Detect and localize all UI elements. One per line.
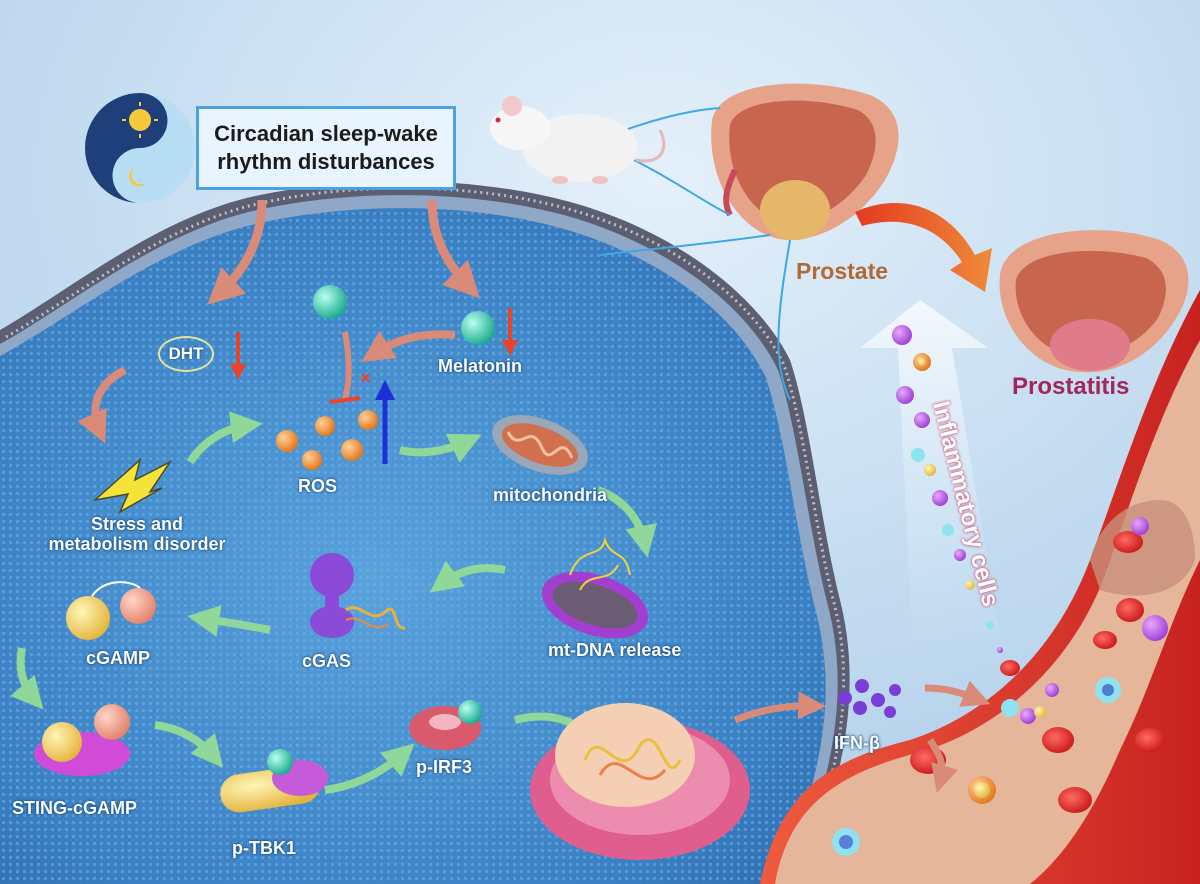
- dht-label: DHT: [158, 336, 214, 372]
- cgamp-icon: [66, 581, 156, 640]
- cgas-label: cGAS: [302, 651, 352, 671]
- progression-arrow: [855, 203, 992, 292]
- melatonin-sphere: [313, 285, 347, 319]
- nucleus-icon: [530, 703, 750, 860]
- ros-particles: [276, 410, 378, 470]
- ptbk1-icon: [220, 749, 328, 813]
- mitochondria-label: mitochondria: [493, 485, 608, 505]
- title-text: Circadian sleep-wake rhythm disturbances: [214, 121, 438, 174]
- immune-cells: [832, 517, 1168, 856]
- melatonin-label: Melatonin: [438, 356, 522, 376]
- mtdna-release-icon: [541, 536, 649, 639]
- prostate-label: Prostate: [796, 258, 889, 284]
- inflammatory-cells: [892, 325, 1003, 653]
- ptbk1-label: p-TBK1: [232, 838, 296, 858]
- svg-text:×: ×: [360, 368, 371, 388]
- sting-cgamp-icon: [34, 704, 130, 776]
- rat-icon: [490, 96, 666, 184]
- cgamp-label: cGAMP: [86, 648, 151, 668]
- mitochondria-icon: [492, 415, 588, 475]
- melatonin-sphere-2: [461, 311, 495, 345]
- prostate-organ: [711, 83, 899, 240]
- cgas-icon: [310, 553, 406, 638]
- ros-label: ROS: [298, 476, 338, 496]
- stress-label: Stress and metabolism disorder: [48, 514, 226, 554]
- ifn-beta-icon: [838, 679, 901, 718]
- ifn-beta-label: IFN-β: [834, 733, 880, 753]
- pathway-arrows: [10, 411, 657, 794]
- sun-moon-yin-yang-icon: [85, 93, 195, 203]
- pirf3-icon: [409, 700, 482, 750]
- pirf3-label: p-IRF3: [416, 757, 472, 777]
- lightning-icon: [92, 457, 173, 514]
- mtdna-label: mt-DNA release: [548, 640, 682, 660]
- sting-cgamp-label: STING-cGAMP: [12, 798, 138, 818]
- prostatitis-organ: [999, 230, 1189, 373]
- prostatitis-label: Prostatitis: [1012, 373, 1130, 400]
- title-box: Circadian sleep-wake rhythm disturbances: [196, 106, 456, 190]
